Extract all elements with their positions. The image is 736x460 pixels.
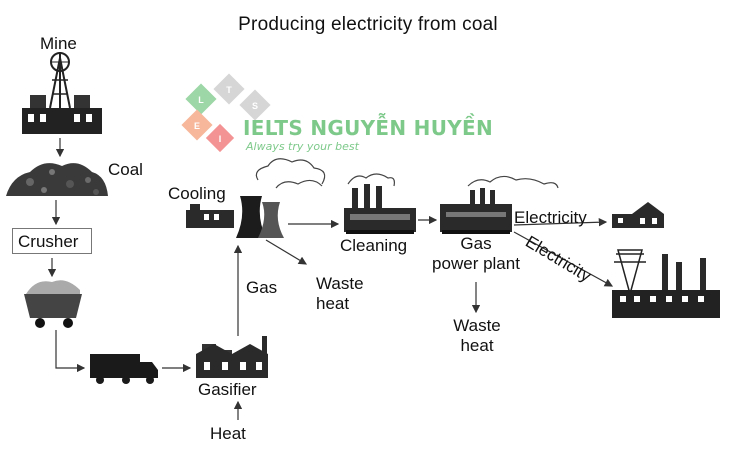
diagram-title: Producing electricity from coal (238, 14, 498, 35)
label-gas-power-plant-line1: Gas (460, 234, 492, 253)
label-cleaning: Cleaning (340, 236, 408, 255)
industry-icon (612, 249, 720, 318)
label-mine: Mine (40, 34, 77, 53)
label-heat: Heat (210, 424, 246, 443)
label-waste-heat-plant-line2: heat (460, 335, 494, 355)
label-waste-heat-cooling: Waste heat (316, 274, 364, 313)
label-gasifier: Gasifier (198, 380, 257, 399)
label-gas-power-plant-line2: power plant (432, 253, 520, 273)
gas-power-plant-icon (440, 175, 559, 234)
label-waste-heat-cooling-line2: heat (316, 293, 350, 313)
watermark-logo: L T S E I (181, 73, 271, 153)
arrow-power-plant-to-homes (513, 218, 608, 227)
arrow-cooling-to-waste-heat (265, 239, 308, 265)
arrow-cart-to-truck (55, 330, 86, 373)
house-icon (612, 202, 664, 228)
label-crusher: Crusher (18, 232, 79, 251)
watermark-logo-letter: S (252, 101, 258, 111)
truck-icon (90, 354, 158, 384)
label-coal: Coal (108, 160, 143, 179)
flow-arrows (47, 138, 614, 420)
arrow-power-plant-to-industry (513, 231, 614, 287)
watermark-slogan: Always try your best (246, 140, 359, 153)
watermark-brand: IELTS NGUYỄN HUYỀN (243, 116, 494, 140)
watermark-logo-letter: E (194, 121, 200, 131)
watermark-logo-letter: I (219, 134, 222, 144)
label-waste-heat-cooling-line1: Waste (316, 274, 364, 293)
label-gas: Gas (246, 278, 278, 297)
label-waste-heat-plant-line1: Waste (453, 316, 501, 335)
crusher-box (12, 228, 92, 254)
label-electricity-homes: Electricity (514, 208, 587, 227)
cleaning-plant-icon (344, 173, 416, 234)
watermark-logo-letter: L (198, 95, 204, 105)
cooling-tower-icon (186, 158, 326, 238)
label-cooling: Cooling (168, 184, 226, 203)
coal-cart-icon (24, 280, 82, 328)
watermark-logo-letter: T (226, 85, 232, 95)
mine-icon (22, 52, 102, 134)
gasifier-plant-icon (196, 336, 268, 378)
coal-pile-icon (6, 163, 108, 196)
label-gas-power-plant: Gas power plant (422, 234, 530, 273)
label-waste-heat-plant: Waste heat (442, 316, 512, 355)
